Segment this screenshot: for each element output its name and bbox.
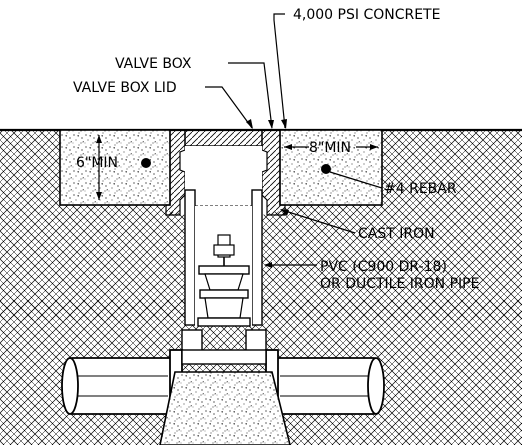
leader-valve-box <box>228 62 273 129</box>
leader-valve-box-lid <box>205 86 253 129</box>
soil-left <box>0 130 185 320</box>
riser-pipe-left <box>184 189 196 326</box>
leader-concrete <box>273 13 286 129</box>
dimension-8-min <box>284 144 378 150</box>
gate-valve <box>197 234 251 327</box>
label-pvc-line2: OR DUCTILE IRON PIPE <box>320 276 479 292</box>
label-pvc-line1: PVC (C900 DR-18) <box>320 259 447 275</box>
label-6-min: 6"MIN <box>76 155 118 171</box>
main-pipe <box>61 349 385 423</box>
label-valve-box-lid: VALVE BOX LID <box>73 80 177 96</box>
rebar-dot <box>321 164 331 174</box>
valve-box-wall-right <box>261 129 286 216</box>
label-cast-iron: CAST IRON <box>358 226 435 242</box>
label-rebar: #4 REBAR <box>384 181 457 197</box>
leader-cast-iron <box>281 209 356 234</box>
valve-box-lid <box>184 129 263 147</box>
riser-pipe-right <box>251 189 263 326</box>
label-8-min: 8"MIN <box>309 140 351 156</box>
dimension-6-min <box>96 135 151 200</box>
soil-right <box>262 130 522 320</box>
label-valve-box: VALVE BOX <box>115 56 192 72</box>
label-concrete: 4,000 PSI CONCRETE <box>293 7 440 23</box>
